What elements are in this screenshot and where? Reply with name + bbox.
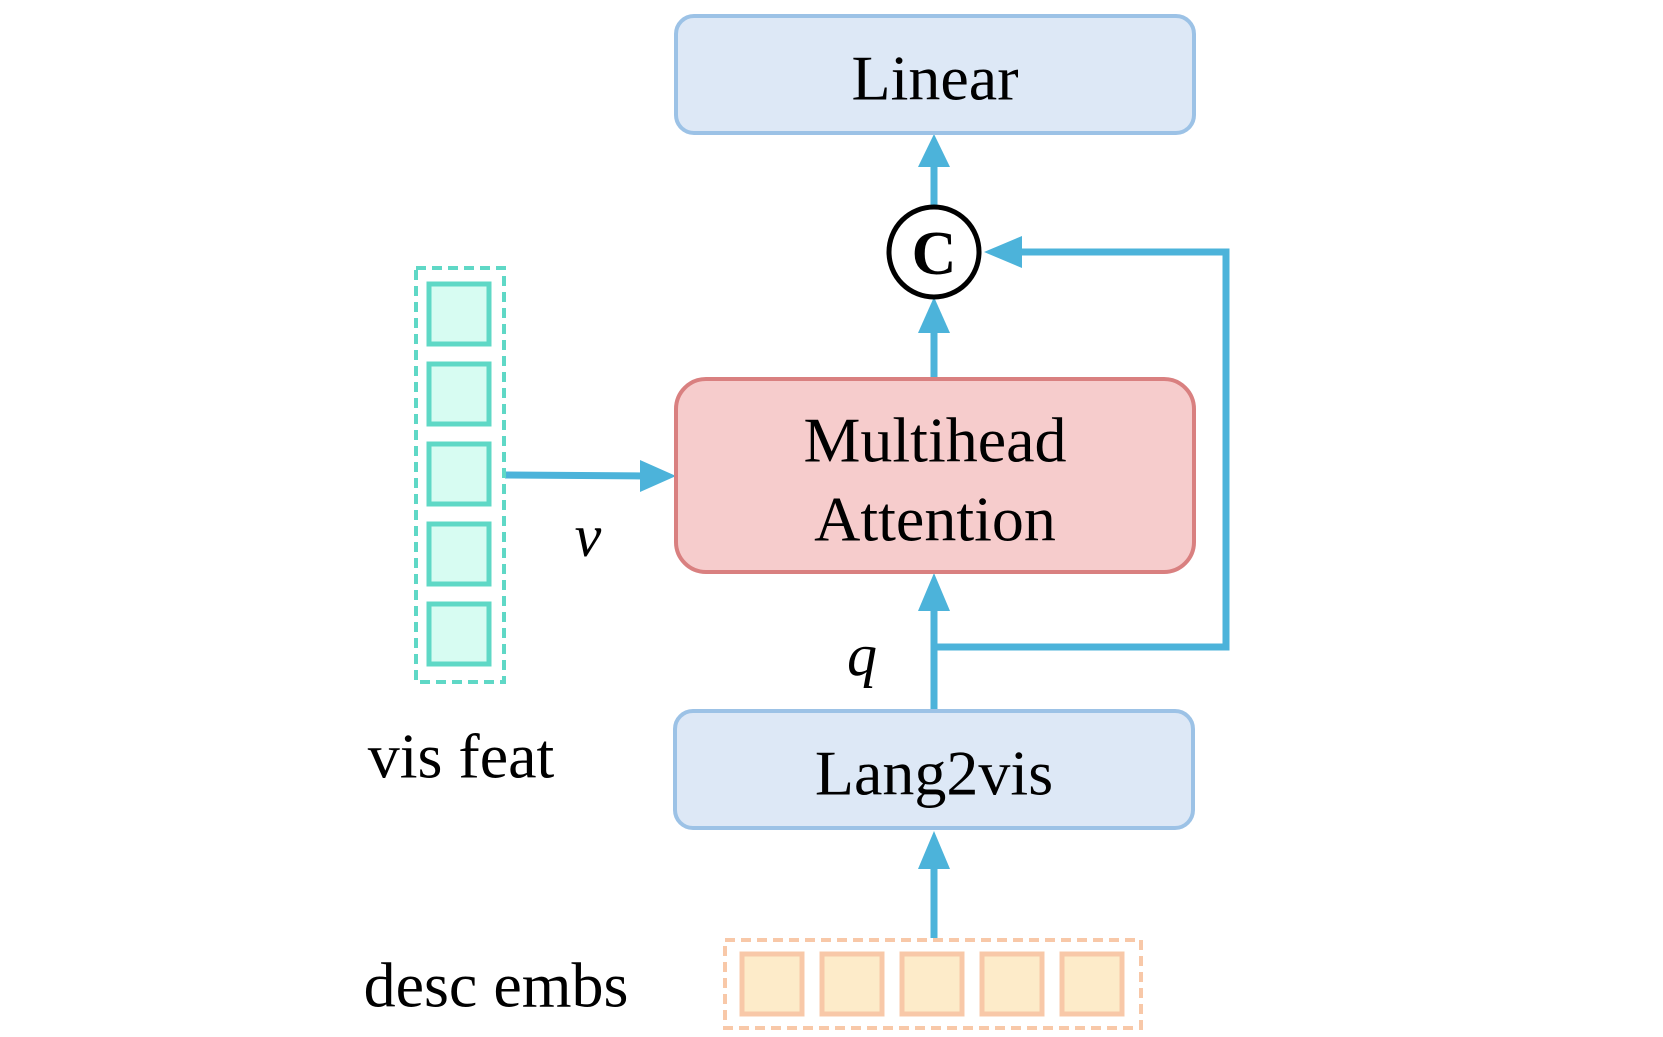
concat-node: C [886,204,982,300]
linear-box [674,14,1196,135]
v-label: v [575,503,602,569]
desc-embs-stack [723,938,1143,1030]
vis-feat-dashed-border [414,266,506,684]
edge-visfeat-to-attention [504,471,646,480]
vis-feat-cell [426,601,492,667]
arrowhead-concat-bottom [918,297,950,333]
lang2vis-block: Lang2vis [673,709,1195,830]
vis-feat-stack [414,266,506,684]
desc-embs-dashed-border [723,938,1143,1030]
linear-block: Linear [674,14,1196,135]
attention-block: Multihead Attention [674,377,1196,574]
desc-embs-cell [899,951,965,1017]
attention-label-line1: Multihead [803,405,1066,476]
arrowhead-lang2vis [918,831,950,869]
attention-label-line2: Attention [814,484,1056,555]
arrowhead-linear [918,134,950,167]
desc-embs-label: desc embs [364,950,629,1021]
lang2vis-box [673,709,1195,830]
vis-feat-cell [426,361,492,427]
concat-circle [886,204,982,300]
edge-skip-to-concat [934,248,1230,651]
lang2vis-label: Lang2vis [815,738,1053,809]
vis-feat-label: vis feat [368,721,555,792]
attention-box [674,377,1196,574]
edges [504,162,1230,938]
desc-embs-cell [1059,951,1125,1017]
vis-feat-cells [426,281,492,667]
vis-feat-cell [426,281,492,347]
desc-embs-cell [819,951,885,1017]
vis-feat-cell [426,441,492,507]
linear-label: Linear [852,43,1019,114]
q-label: q [847,622,877,688]
arrowhead-attention-bottom [918,573,950,611]
desc-embs-cell [979,951,1045,1017]
desc-embs-cells [739,951,1125,1017]
vis-feat-cell [426,521,492,587]
desc-embs-cell [739,951,805,1017]
arrowhead-concat-right [984,236,1022,268]
arrowheads [640,134,1022,869]
arrowhead-attention-left [640,460,676,492]
concat-label: C [912,220,957,288]
